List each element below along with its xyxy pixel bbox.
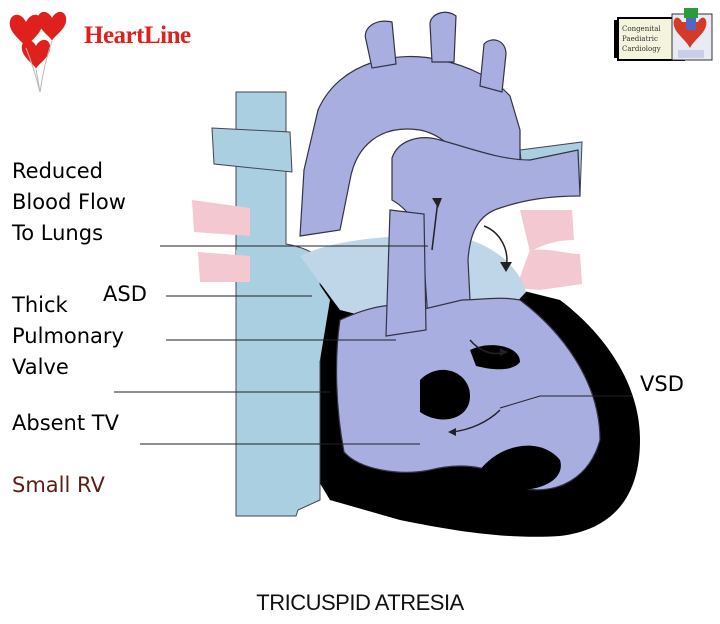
leader-vsd — [499, 395, 632, 409]
right-pulmonary-artery — [211, 127, 293, 173]
ascending-aorta — [385, 209, 427, 337]
septal-defect-dark — [470, 345, 520, 370]
flow-arrow-lv — [451, 409, 501, 433]
flow-arrow-up — [431, 199, 439, 251]
label-absent-tv: Absent TV — [12, 411, 119, 435]
badge-line-3: Cardiology — [622, 45, 661, 53]
pulmonary-vessel-right-2 — [516, 249, 582, 290]
aortic-branch-1 — [364, 20, 397, 69]
label-vsd: VSD — [640, 372, 684, 396]
cardiology-badge: Congenital Paediatric Cardiology — [612, 4, 716, 66]
label-thick-pulmonary-valve: Thick Pulmonary Valve — [12, 293, 124, 379]
lower-muscle-bump — [480, 445, 561, 491]
heartline-logo: HeartLine — [6, 4, 236, 94]
aortic-branch-3 — [479, 39, 507, 93]
badge-text: Congenital Paediatric Cardiology — [622, 24, 680, 54]
badge-line-2: Paediatric — [622, 35, 658, 43]
label-asd: ASD — [103, 282, 147, 306]
pulmonary-vessel-left — [192, 200, 250, 236]
label-reduced-blood-flow: Reduced Blood Flow To Lungs — [12, 159, 126, 245]
pulmonary-vessel-left-2 — [198, 252, 250, 282]
brand-name: HeartLine — [84, 22, 191, 49]
aortic-branch-2 — [429, 11, 457, 63]
pulmonary-vessel-right — [520, 210, 574, 252]
diagram-title: TRICUSPID ATRESIA — [256, 590, 464, 615]
heart-balloons-icon — [9, 11, 67, 93]
badge-line-1: Congenital — [622, 25, 661, 33]
ventricle-cavity-dark — [420, 369, 470, 420]
label-small-rv: Small RV — [12, 473, 105, 497]
right-atrium — [236, 250, 330, 400]
badge-graphic — [612, 4, 716, 66]
